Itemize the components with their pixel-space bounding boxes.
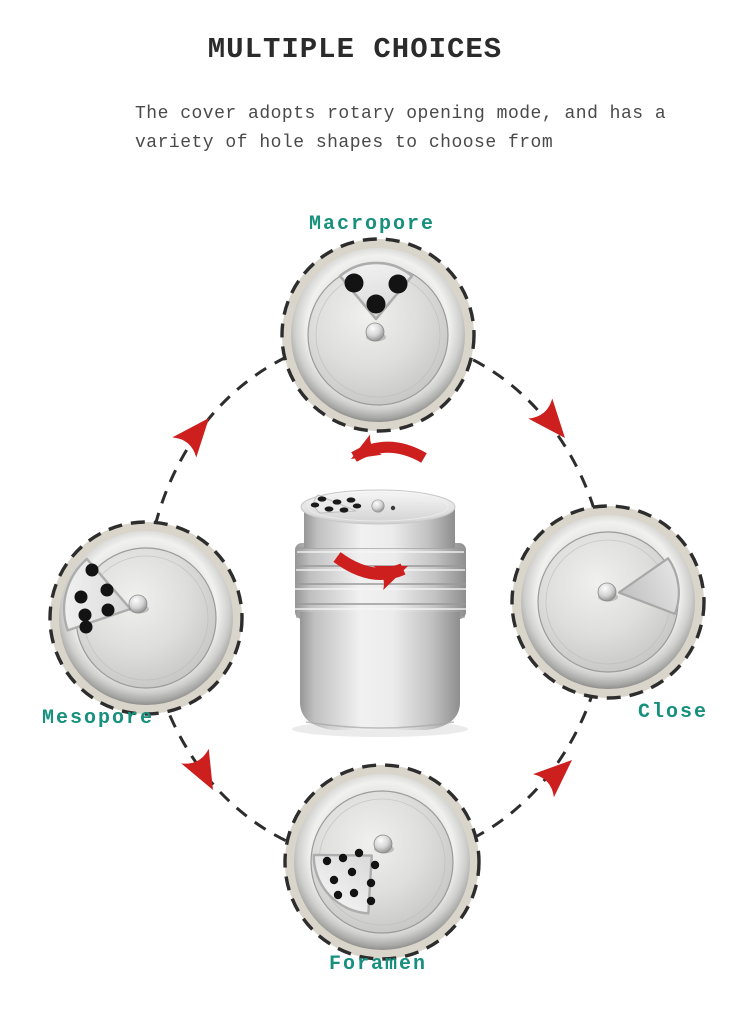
closed-wedge [617,557,680,615]
hole-pattern-large [344,273,408,314]
arrowhead-bottom-right-icon [533,748,583,798]
label-mesopore: Mesopore [42,707,155,730]
label-foramen: Foramen [328,953,427,976]
cap-mesopore [48,520,244,716]
center-rivet [128,594,149,614]
subtitle-line-1: The cover adopts rotary opening mode, an… [135,104,667,124]
center-rivet [373,834,394,854]
rotate-arrow-top-icon [345,434,427,470]
cap-macropore [280,237,476,433]
cap-foramen [283,763,481,961]
subtitle-line-2: variety of hole shapes to choose from [135,133,554,153]
arrowhead-top-left-icon [172,407,221,458]
subtitle: The cover adopts rotary opening mode, an… [135,100,666,158]
label-close: Close [638,701,709,724]
lid-hole-pattern [310,496,362,513]
hole-pattern-medium [74,563,115,634]
page-title: MULTIPLE CHOICES [207,33,503,66]
cap-close [510,504,706,700]
center-rivet [365,322,386,342]
center-rivet [597,582,618,602]
shaker-body [300,612,460,730]
hole-pattern-small [322,848,380,906]
arrowhead-bottom-left-icon [181,748,227,798]
rotate-arrow-front-icon [333,552,413,591]
spice-shaker-image [292,434,468,737]
open-wedge [312,853,373,915]
label-macropore: Macropore [308,213,436,236]
lid-knob [371,499,385,513]
